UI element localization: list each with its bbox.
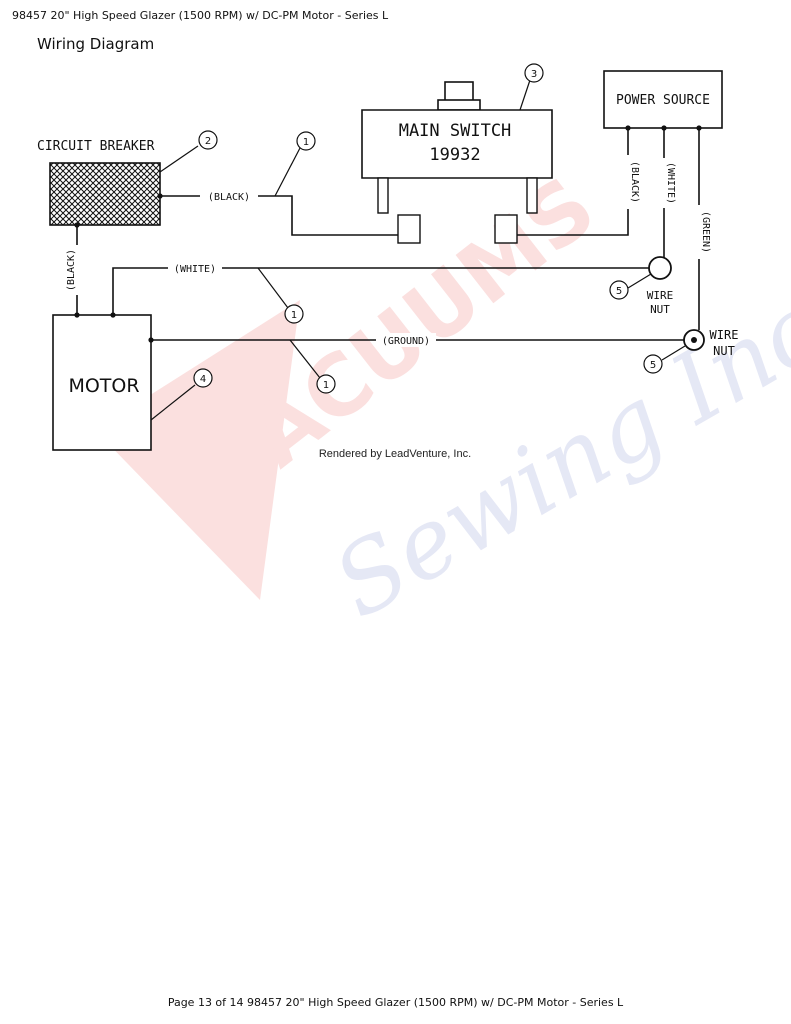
callout-motor: 4: [200, 374, 206, 385]
wire-nut-1: [648, 256, 672, 280]
power-source-label: POWER SOURCE: [616, 93, 710, 108]
main-switch-label: MAIN SWITCH: [399, 121, 512, 141]
rendered-by-note: Rendered by LeadVenture, Inc.: [319, 448, 471, 460]
wire-motor-white: [112, 267, 651, 315]
main-switch-number: 19932: [429, 145, 480, 165]
wire-label-cb-motor: (BLACK): [66, 249, 77, 291]
wire-label-ps-black: (BLACK): [629, 161, 640, 203]
wire-label-motor-white: (WHITE): [174, 264, 216, 275]
wire-nut-1-label-line1: WIRE: [647, 289, 674, 302]
circuit-breaker-label: CIRCUIT BREAKER: [37, 139, 155, 154]
switch-terminal-left: [397, 214, 421, 244]
motor-label: MOTOR: [68, 375, 139, 397]
wire-nut-2-label-line1: WIRE: [710, 328, 739, 342]
callout-wire-1: 1: [303, 137, 309, 148]
callout-circle: [198, 130, 218, 150]
callout-wire-nut-1: 5: [616, 286, 622, 297]
main-switch-body: [361, 109, 553, 179]
callout-circuit-breaker: 2: [205, 136, 211, 147]
callout-wire-2: 1: [291, 310, 297, 321]
motor-box: [52, 314, 152, 451]
page-header: 98457 20" High Speed Glazer (1500 RPM) w…: [12, 9, 389, 22]
power-source-box: [603, 70, 723, 129]
circuit-breaker-box: [49, 162, 161, 226]
wiring-diagram: ACUUMS Sewing Inc CIRCUIT BREAKER 2 MAIN…: [37, 63, 791, 640]
watermark-logo: ACUUMS Sewing Inc: [95, 158, 791, 640]
wire-nut-2-label-line2: NUT: [713, 344, 735, 358]
switch-terminal-right: [494, 214, 518, 244]
wire-nut-1-label-line2: NUT: [650, 303, 670, 316]
wire-label-ps-green: (GREEN): [700, 211, 711, 253]
callout-wire-nut-2: 5: [650, 360, 656, 371]
page-footer: Page 13 of 14 98457 20" High Speed Glaze…: [167, 996, 624, 1009]
wire-label-ground: (GROUND): [382, 336, 430, 347]
callout-wire-3: 1: [323, 380, 329, 391]
callout-main-switch: 3: [531, 69, 537, 80]
wire-label-ps-white: (WHITE): [665, 162, 676, 204]
section-title: Wiring Diagram: [37, 35, 155, 53]
wire-cb-to-switch: [160, 195, 398, 236]
wire-label-cb-switch: (BLACK): [208, 192, 250, 203]
